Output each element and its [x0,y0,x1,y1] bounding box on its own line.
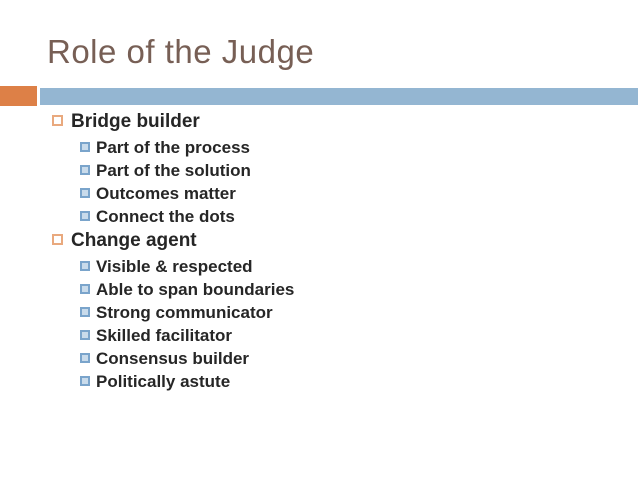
level2-square-bullet-icon [80,353,90,363]
level2-list-item: Visible & respected [80,256,628,279]
level1-list-item: Bridge builder [52,110,628,137]
level2-list-item: Consensus builder [80,348,628,371]
level2-square-bullet-icon [80,188,90,198]
slide-title: Role of the Judge [47,33,315,70]
level2-list-item: Strong communicator [80,302,628,325]
level1-square-bullet-icon [52,115,63,126]
level2-list-item: Able to span boundaries [80,279,628,302]
level1-square-bullet-icon [52,234,63,245]
level2-list-item: Outcomes matter [80,183,628,206]
level2-square-bullet-icon [80,211,90,221]
level2-square-bullet-icon [80,261,90,271]
level2-bullet-text: Able to span boundaries [96,280,295,299]
level2-bullet-text: Outcomes matter [96,184,236,203]
level2-list-item: Part of the solution [80,160,628,183]
level2-list-item: Politically astute [80,371,628,394]
level2-list-item: Part of the process [80,137,628,160]
level2-bullet-text: Politically astute [96,372,231,391]
level2-bullet-text: Part of the solution [96,161,251,180]
level2-square-bullet-icon [80,142,90,152]
level1-bullet-text: Bridge builder [71,111,200,132]
level2-square-bullet-icon [80,376,90,386]
level2-list-item: Skilled facilitator [80,325,628,348]
title-underline-band [0,86,638,106]
level2-square-bullet-icon [80,165,90,175]
level2-bullet-text: Strong communicator [96,303,273,322]
level1-list-item: Change agent [52,229,628,256]
level2-bullet-text: Part of the process [96,138,250,157]
level2-bullet-text: Consensus builder [96,349,250,368]
level2-square-bullet-icon [80,284,90,294]
level2-bullet-text: Connect the dots [96,207,235,226]
level2-square-bullet-icon [80,307,90,317]
level2-bullet-text: Skilled facilitator [96,326,233,345]
level2-square-bullet-icon [80,330,90,340]
accent-blue-bar [40,88,638,105]
level2-list-item: Connect the dots [80,206,628,229]
accent-orange-block [0,86,37,106]
level2-bullet-text: Visible & respected [96,257,253,276]
level1-bullet-text: Change agent [71,230,197,251]
